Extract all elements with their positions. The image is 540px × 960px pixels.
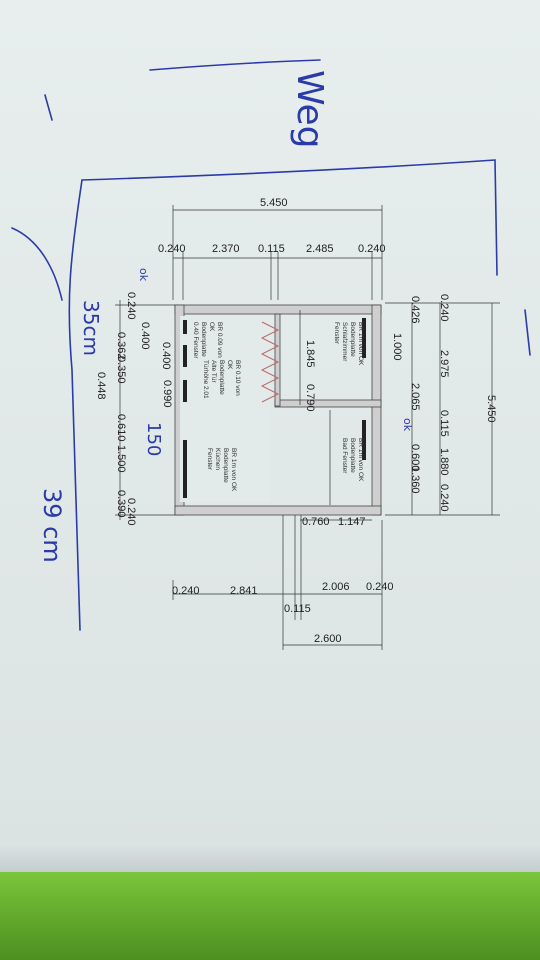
- note-entry-2: Bodenplatte: [200, 322, 207, 357]
- dim-right-a-3: 1.880: [438, 448, 450, 476]
- dim-bottom-seg-2: 0.115: [284, 603, 311, 615]
- note-entry-1: OK: [208, 322, 215, 332]
- note-bath-1: Bodenplatte: [349, 438, 356, 473]
- dim-top-seg-3: 2.485: [306, 243, 334, 255]
- dim-bottom-seg-4: 0.240: [366, 581, 394, 593]
- handdrawn-boundary-top: [81, 159, 498, 276]
- note-door: BR 0.10 von OK Bodenplatte Alte Tür Türh…: [202, 360, 241, 399]
- dim-interior-d: 1.147: [338, 516, 366, 528]
- note-bedroom-1: Bodenplatte: [349, 322, 356, 357]
- dim-top-total: 5.450: [260, 197, 288, 209]
- note-kitchen-3: Fenster: [206, 448, 213, 471]
- dim-left-a-2: 0.350: [115, 356, 127, 384]
- paper-shadow: [0, 845, 540, 875]
- handdrawn-boundary-left: [68, 179, 83, 631]
- dim-top-seg-4: 0.240: [358, 243, 386, 255]
- handwriting-ok-b: ok: [137, 268, 150, 282]
- note-entry: BR 0.09 von OK Bodenplatte 0.40 Fenster: [192, 322, 223, 359]
- note-entry-0: BR 0.09 von: [216, 322, 223, 358]
- dim-bottom-seg-0: 0.240: [172, 585, 200, 597]
- dim-right-a-0: 0.240: [438, 294, 450, 322]
- room-left: [180, 316, 270, 502]
- window-entry: [183, 320, 187, 334]
- window-kitchen: [183, 440, 187, 498]
- window-bath: [362, 420, 366, 460]
- dim-interior-a: 1.845: [304, 340, 316, 368]
- dim-right-total: 5.450: [485, 395, 497, 423]
- dim-left-a-3: 0.448: [95, 372, 107, 400]
- dim-left-c-0: 0.610: [115, 414, 127, 442]
- dim-right-a-2: 0.115: [438, 410, 450, 437]
- dim-left-c-1: 1.500: [115, 445, 127, 473]
- note-door-3: Alte Tür: [210, 360, 217, 383]
- grass-background: [0, 872, 540, 960]
- dim-left-b-2: 0.990: [161, 380, 173, 408]
- dim-left-b-0: 0.362: [115, 332, 127, 360]
- dim-bottom-seg-3: 2.006: [322, 581, 350, 593]
- window-bedroom: [362, 318, 366, 358]
- dim-left-b-1: 0.400: [160, 342, 172, 370]
- window-mid: [183, 380, 187, 402]
- handdrawn-stroke: [11, 227, 63, 301]
- dim-right-b-3: 0.600: [409, 444, 421, 472]
- wall-bottom: [174, 505, 382, 516]
- handdrawn-top-line: [149, 59, 321, 71]
- handdrawn-tick: [44, 94, 53, 121]
- dim-left-c-3: 0.240: [125, 498, 137, 526]
- dim-bottom-total: 2.600: [314, 633, 342, 645]
- dim-bottom-seg-1: 2.841: [230, 585, 258, 597]
- note-door-1: OK: [226, 360, 233, 370]
- note-bedroom-3: Fenster: [333, 322, 340, 345]
- handwriting-35cm: 35cm: [79, 300, 103, 356]
- note-bedroom-0: BR 1m von OK: [357, 322, 364, 366]
- dim-interior-c: 0.760: [302, 516, 330, 528]
- note-kitchen-0: BR 1m von OK: [230, 448, 237, 492]
- note-bath-2: Bad Fenster: [341, 438, 348, 474]
- stair-zigzag: [260, 321, 280, 403]
- note-kitchen: BR 1m von OK Bodenplatte Küchen Fenster: [206, 448, 237, 492]
- dim-right-b-1: 1.000: [391, 333, 403, 361]
- dim-right-b-0: 0.426: [409, 296, 421, 324]
- dim-right-b-4: 1.360: [409, 466, 421, 494]
- dim-left-a-1: 0.400: [139, 322, 151, 350]
- dim-left-c-2: 0.390: [115, 490, 127, 518]
- note-bath: BR 1m von OK Bodenplatte Bad Fenster: [341, 438, 364, 482]
- handwriting-ok-a: ok: [401, 418, 414, 432]
- note-bedroom-2: Schlafzimmer: [341, 322, 348, 362]
- note-door-2: Bodenplatte: [218, 360, 225, 395]
- note-entry-3: 0.40 Fenster: [192, 322, 199, 359]
- window-small: [183, 345, 187, 367]
- dim-top-seg-1: 2.370: [212, 243, 240, 255]
- dim-left-a-0: 0.240: [125, 292, 137, 320]
- handdrawn-right-tick: [524, 309, 531, 356]
- note-kitchen-1: Bodenplatte: [222, 448, 229, 483]
- note-bedroom: BR 1m von OK Bodenplatte Schlafzimmer Fe…: [333, 322, 364, 366]
- note-door-0: BR 0.10 von: [234, 360, 241, 396]
- note-bath-0: BR 1m von OK: [357, 438, 364, 482]
- dim-right-a-4: 0.240: [438, 484, 450, 512]
- dim-top-seg-2: 0.115: [258, 243, 285, 255]
- dim-right-b-2: 2.065: [409, 383, 421, 411]
- note-door-4: Türhöhe 2.01: [202, 360, 209, 399]
- dim-interior-b: 0.790: [304, 384, 316, 412]
- handwriting-weg: Weg: [289, 70, 330, 149]
- handwriting-150: 150: [143, 422, 164, 456]
- dim-top-seg-0: 0.240: [158, 243, 186, 255]
- note-kitchen-2: Küchen: [214, 448, 221, 470]
- dim-right-a-1: 2.975: [438, 350, 450, 378]
- handwriting-39cm: 39 cm: [38, 488, 66, 563]
